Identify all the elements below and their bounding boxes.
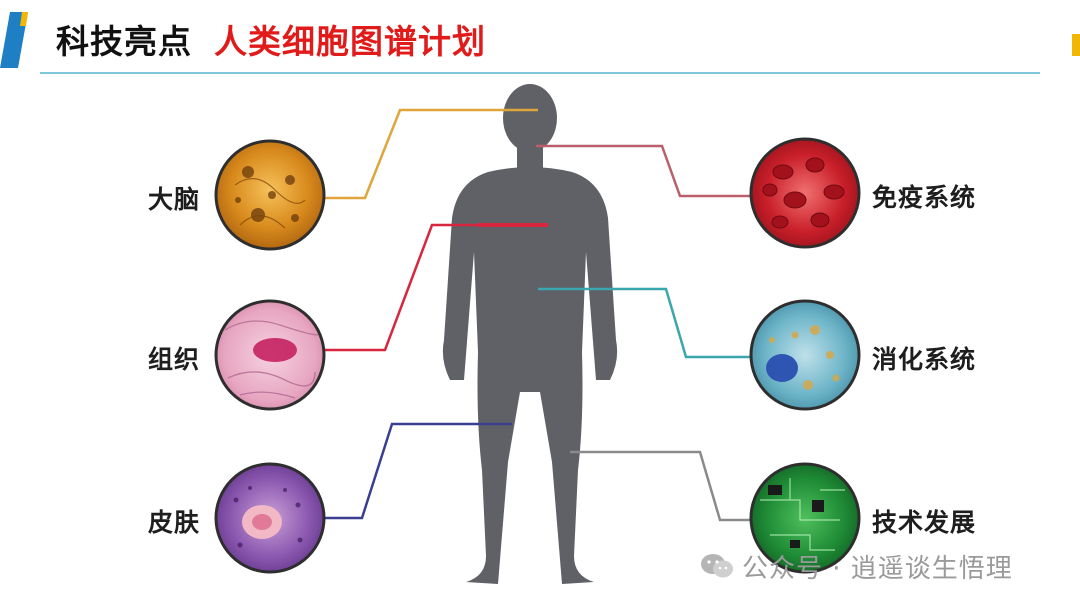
wechat-icon	[701, 554, 733, 578]
connector-skin	[318, 422, 512, 520]
tissue-cell-image	[214, 299, 326, 411]
label-brain: 大脑	[148, 185, 201, 214]
connector-digestive	[538, 287, 752, 359]
watermark: 公众号 · 逍遥谈生悟理	[700, 548, 1013, 584]
header: 科技亮点 人类细胞图谱计划	[56, 14, 486, 64]
label-skin: 皮肤	[148, 508, 201, 537]
human-figure	[442, 84, 618, 584]
label-tissue: 组织	[148, 345, 201, 374]
skin-cell-image	[214, 462, 326, 574]
header-divider	[40, 72, 1040, 74]
page-title: 科技亮点	[56, 22, 192, 61]
watermark-text: 公众号 · 逍遥谈生悟理	[742, 553, 1013, 584]
label-immune-system: 免疫系统	[872, 183, 977, 212]
connector-technology	[570, 450, 752, 522]
digestive-cell-image	[749, 299, 861, 411]
connector-immune	[536, 144, 752, 198]
connector-brain	[320, 108, 538, 200]
label-digestive-system: 消化系统	[872, 345, 977, 374]
brain-cell-image	[214, 139, 326, 251]
page-subtitle: 人类细胞图谱计划	[214, 22, 486, 61]
immune-cell-image	[749, 137, 861, 249]
technology-circuit-image	[749, 462, 861, 574]
header-accent-bar	[0, 12, 28, 68]
label-technology: 技术发展	[872, 508, 977, 537]
header-accent-right	[1072, 34, 1080, 56]
